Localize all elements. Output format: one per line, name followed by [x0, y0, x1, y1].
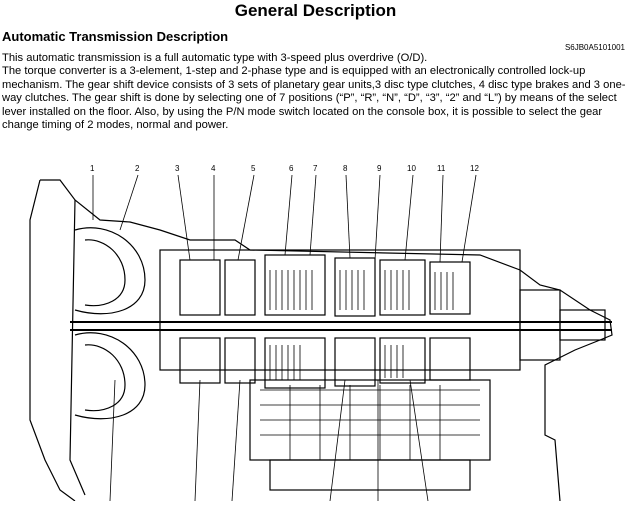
callout-11: 11	[437, 164, 446, 173]
callout-5: 5	[251, 164, 256, 173]
callout-2: 2	[135, 164, 140, 173]
paragraph-2: The torque converter is a 3-element, 1-s…	[2, 65, 626, 132]
callout-3: 3	[175, 164, 180, 173]
callout-4: 4	[211, 164, 216, 173]
description-body: This automatic transmission is a full au…	[2, 52, 628, 132]
transmission-cutaway-figure: 1 2 3 4 5 6 7 8 9 10 11 12	[0, 160, 631, 502]
document-code: S6JB0A5101001	[564, 43, 625, 52]
callout-6: 6	[289, 164, 294, 173]
callout-9: 9	[377, 164, 382, 173]
paragraph-1: This automatic transmission is a full au…	[2, 52, 428, 64]
section-title: Automatic Transmission Description	[2, 29, 229, 44]
callout-1: 1	[90, 164, 95, 173]
callout-10: 10	[407, 164, 416, 173]
callout-7: 7	[313, 164, 318, 173]
callout-12: 12	[470, 164, 479, 173]
transmission-drawing: 1 2 3 4 5 6 7 8 9 10 11 12	[29, 164, 613, 502]
page-title: General Description	[234, 1, 397, 20]
callout-8: 8	[343, 164, 348, 173]
